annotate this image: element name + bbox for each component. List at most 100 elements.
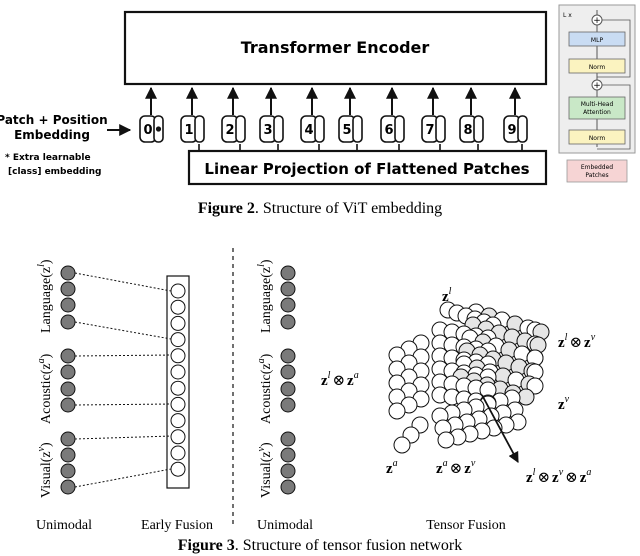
right-language-node-0: [280, 265, 296, 281]
zl-za-label: zl⊗za: [321, 370, 359, 389]
fusion-link-3: [74, 403, 172, 406]
early-fusion-node-2: [170, 315, 186, 331]
early-fusion-nodes: [170, 283, 186, 477]
patch-position-label-line2: Embedding: [14, 128, 90, 142]
repeat-label: L x: [563, 12, 572, 19]
early-fusion-node-8: [170, 413, 186, 429]
residual-path-bottom: [597, 84, 631, 150]
token-4-label: 4: [304, 123, 313, 138]
early-fusion-node-4: [170, 348, 186, 364]
residual-add-bottom-symbol: +: [593, 81, 601, 91]
fusion-link-4: [74, 435, 172, 440]
token-5-patch-box: [352, 115, 363, 143]
token-1-patch-box: [194, 115, 205, 143]
residual-path-top: [597, 19, 631, 78]
right-visual-node-3: [280, 479, 296, 495]
right-visual-node-1: [280, 447, 296, 463]
figure2-caption: Figure 2. Structure of ViT embedding: [198, 200, 442, 217]
tensor-sphere-76: [526, 377, 544, 395]
token-9-label: 9: [507, 123, 516, 138]
linear-projection-label: Linear Projection of Flattened Patches: [204, 160, 529, 178]
visual-node-3: [60, 479, 76, 495]
transformer-encoder-label: Transformer Encoder: [241, 38, 430, 57]
tensor-cube: [388, 301, 550, 454]
tensor-fusion-label: Tensor Fusion: [426, 518, 506, 533]
zl-zv-label: zl⊗zv: [558, 332, 596, 351]
residual-add-top-symbol: +: [593, 16, 601, 26]
unimodal-left-label: Unimodal: [36, 518, 92, 533]
mlp-box: [568, 31, 626, 47]
norm-top-box: [568, 58, 626, 74]
right-language-node-1: [280, 281, 296, 297]
attention-label-line2: Attention: [583, 109, 611, 116]
token-5-label: 5: [342, 123, 351, 138]
fusion-link-5: [74, 468, 172, 488]
token-9-patch-box: [517, 115, 528, 143]
right-visual-node-2: [280, 463, 296, 479]
visual-label-left: Visual(zv): [36, 442, 54, 498]
transformer-encoder-box: [123, 10, 548, 86]
token-2-patch-box: [235, 115, 246, 143]
token-8-patch-box: [473, 115, 484, 143]
right-language-node-3: [280, 314, 296, 330]
extra-embedding-note-line2: [class] embedding: [8, 167, 101, 177]
extra-embedding-note-line1: * Extra learnable: [5, 153, 91, 163]
early-fusion-panel: Language(zl) Acoustic(za) Visual(zv) Uni…: [36, 259, 213, 533]
token-7-patch-box: [435, 115, 446, 143]
embedded-patches-line1: Embedded: [581, 164, 613, 171]
acoustic-label-left: Acoustic(za): [36, 353, 54, 424]
left-unimodal-nodes: [60, 265, 76, 495]
right-visual-node-0: [280, 431, 296, 447]
figure3-text: . Structure of tensor fusion network: [235, 537, 463, 554]
early-fusion-node-3: [170, 332, 186, 348]
za-zv-label: za⊗zv: [436, 458, 476, 477]
early-fusion-links: [74, 272, 172, 488]
unimodal-right-label: Unimodal: [257, 518, 313, 533]
early-fusion-node-9: [170, 429, 186, 445]
fusion-diagram: Language(zl) Acoustic(za) Visual(zv) Uni…: [36, 248, 596, 533]
figure2-prefix: Figure 2: [198, 200, 255, 217]
figure3-caption: Figure 3. Structure of tensor fusion net…: [178, 537, 463, 554]
norm-bottom-label: Norm: [589, 135, 606, 142]
figure2-text: . Structure of ViT embedding: [255, 200, 442, 217]
za-label: za: [386, 458, 398, 477]
acoustic-node-0: [60, 348, 76, 364]
triple-product-label: zl⊗zv⊗za: [526, 467, 591, 486]
tensor-sphere-97: [388, 402, 406, 420]
visual-node-0: [60, 431, 76, 447]
visual-label-right: Visual(zv): [256, 442, 274, 498]
visual-node-2: [60, 463, 76, 479]
early-fusion-node-10: [170, 445, 186, 461]
acoustic-node-1: [60, 364, 76, 380]
mlp-label: MLP: [591, 37, 604, 44]
embedded-patches-line2: Patches: [585, 172, 608, 179]
token-6-patch-box: [394, 115, 405, 143]
token-8-label: 8: [463, 123, 472, 138]
zv-label: zv: [558, 394, 570, 413]
acoustic-node-3: [60, 397, 76, 413]
language-label-left: Language(zl): [36, 259, 54, 333]
right-acoustic-node-1: [280, 364, 296, 380]
language-node-0: [60, 265, 76, 281]
tensor-arrow: [481, 394, 519, 463]
fusion-link-2: [74, 354, 172, 357]
token-2-label: 2: [225, 123, 234, 138]
visual-node-1: [60, 447, 76, 463]
norm-top-label: Norm: [589, 64, 606, 71]
linear-projection-box: [187, 149, 548, 186]
early-fusion-node-1: [170, 299, 186, 315]
norm-bottom-box: [568, 129, 626, 145]
token-4-patch-box: [314, 115, 325, 143]
encoder-block-panel: L x + MLP Norm + Multi-Head Attention No…: [558, 4, 636, 183]
vit-diagram: Transformer Encoder Linear Projection of…: [0, 4, 636, 186]
attention-box: [568, 96, 626, 120]
tensor-fusion-panel: Language(zl) Acoustic(za) Visual(zv) zl …: [256, 259, 596, 533]
early-fusion-node-0: [170, 283, 186, 299]
token-3-label: 3: [263, 123, 272, 138]
early-fusion-node-7: [170, 396, 186, 412]
early-fusion-label: Early Fusion: [141, 518, 213, 533]
fusion-link-1: [74, 321, 172, 340]
acoustic-label-right: Acoustic(za): [256, 353, 274, 424]
right-acoustic-node-0: [280, 348, 296, 364]
